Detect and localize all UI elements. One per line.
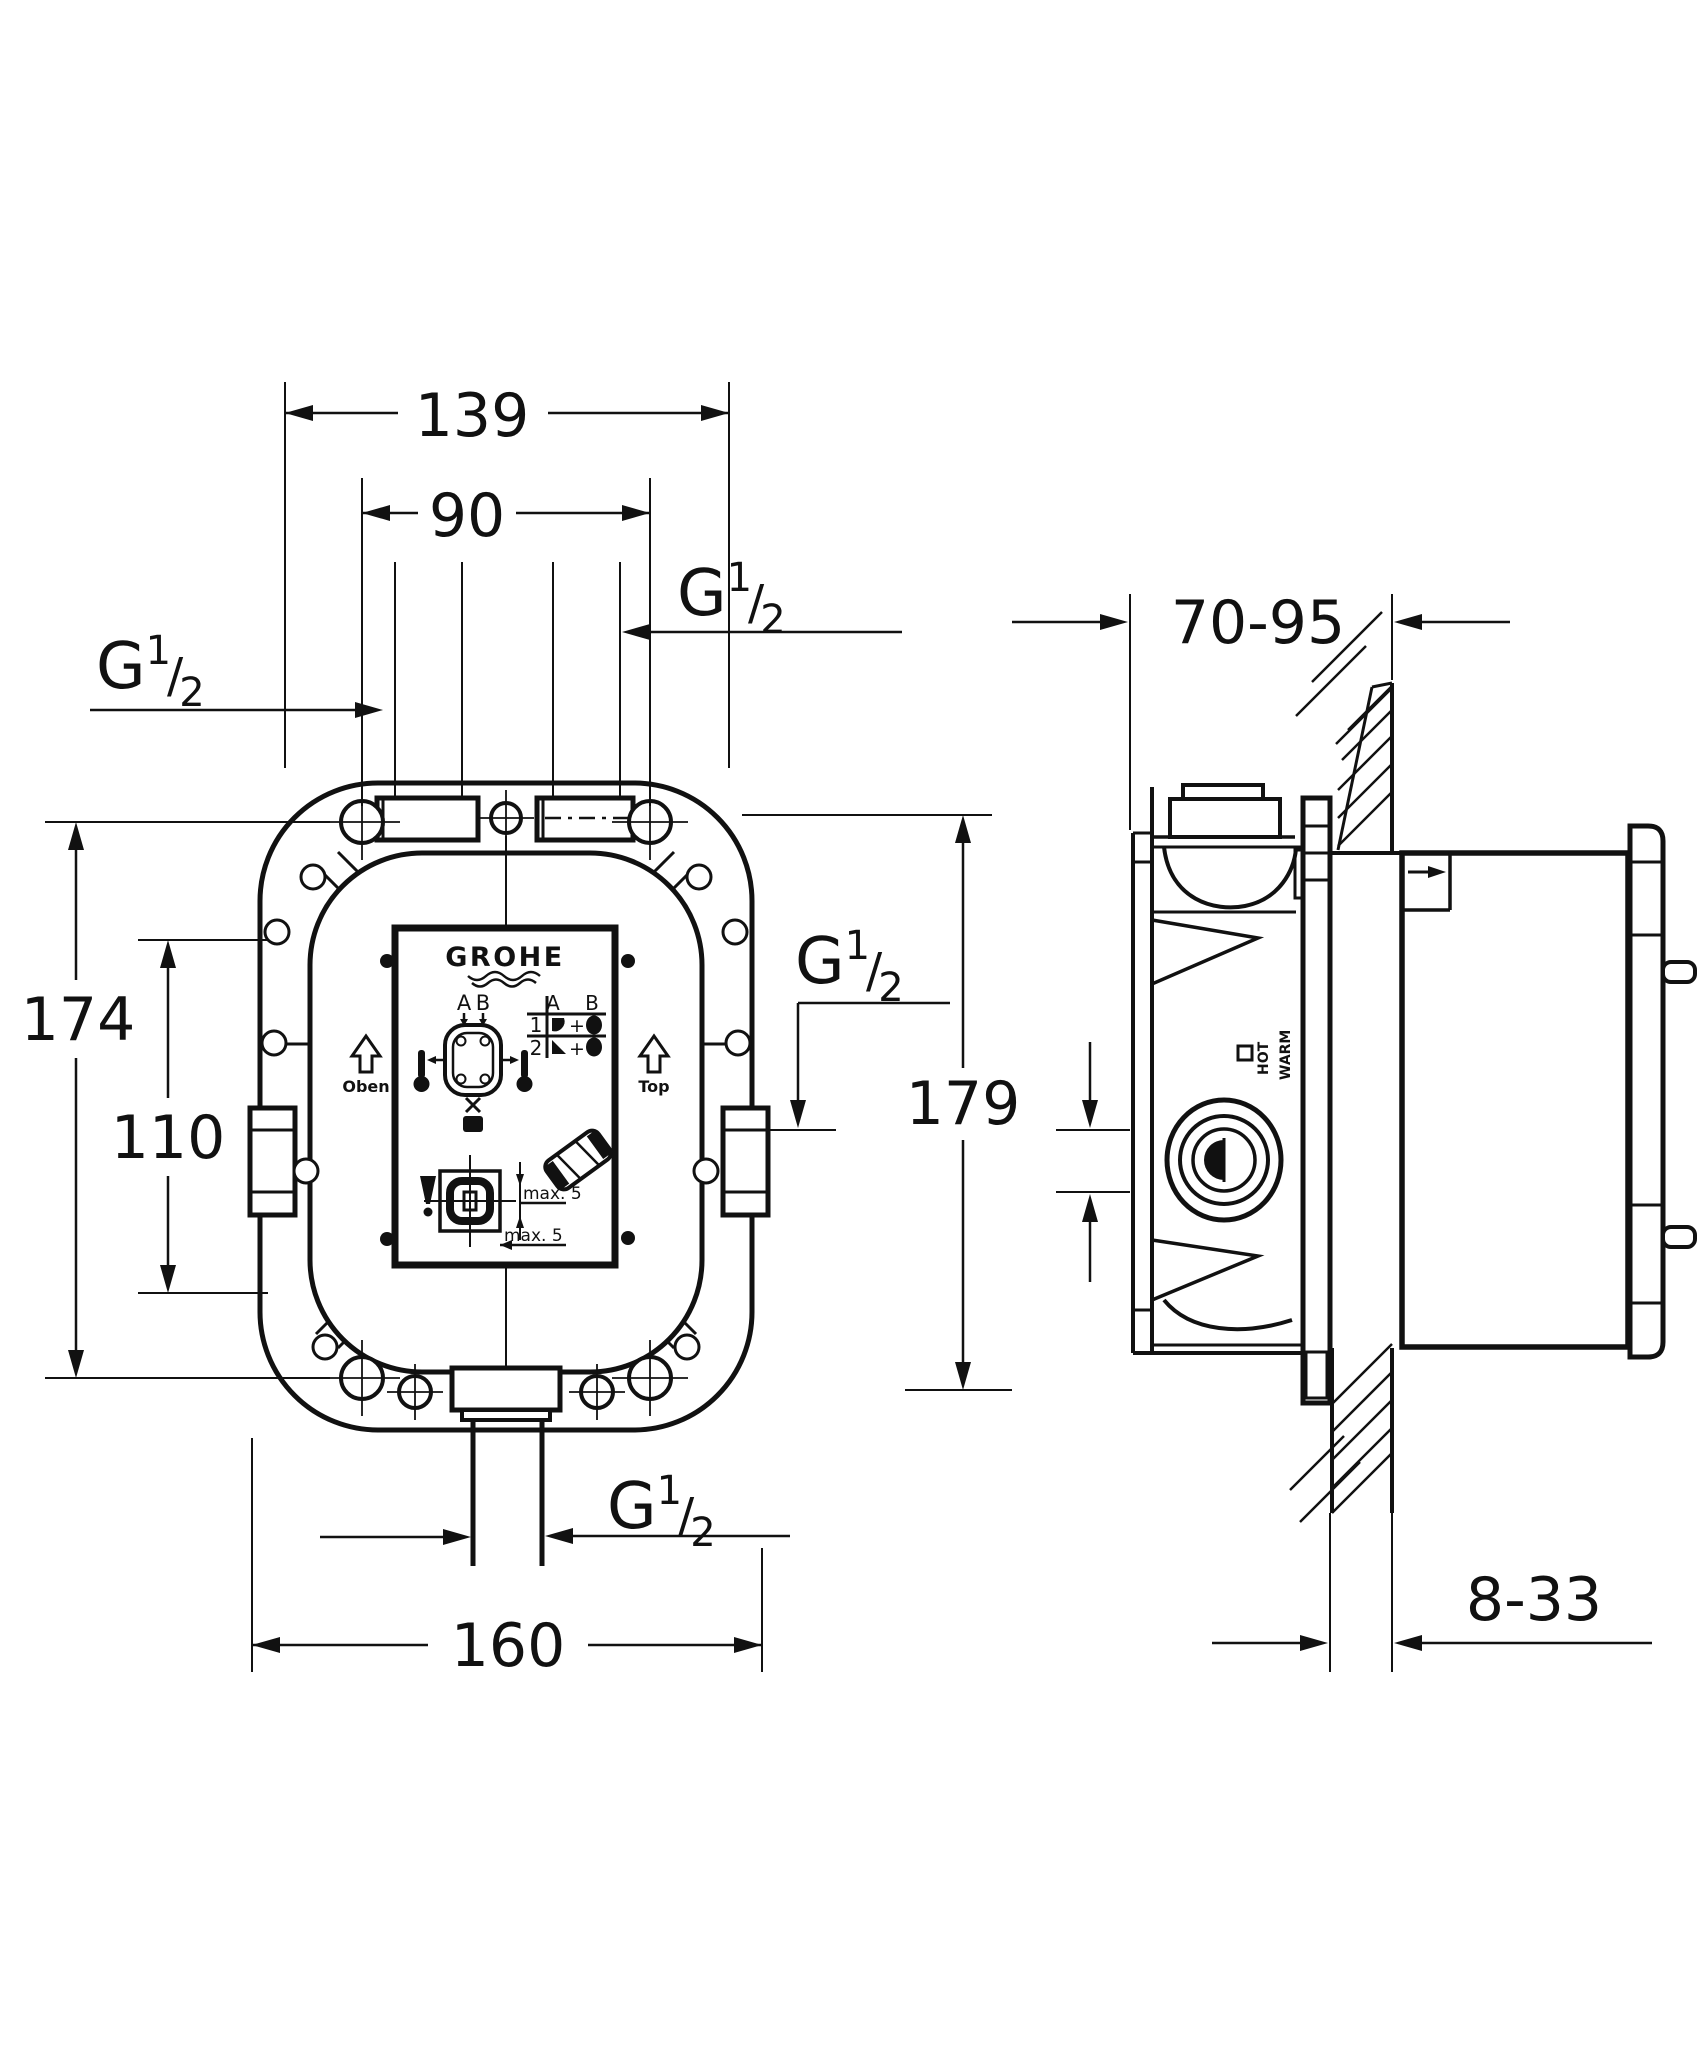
dim-139-value: 139	[415, 381, 530, 451]
g-slash: /	[866, 943, 883, 999]
back-plate	[1627, 823, 1666, 1360]
g-slash: /	[678, 1488, 695, 1544]
front-mounting-plate	[1293, 795, 1333, 1406]
warning-icon	[420, 1176, 436, 1217]
max-note-1: max. 5	[523, 1184, 582, 1204]
thread-label-mid-right: G1/2	[768, 923, 950, 1131]
bottom-outlet	[449, 1365, 563, 1566]
dim-70-95-value: 70-95	[1171, 588, 1345, 658]
embedded-housing	[1399, 823, 1697, 1360]
g-slash: /	[167, 648, 184, 704]
g-sup: 1	[146, 628, 171, 674]
side-ports	[247, 1105, 771, 1218]
g-sup: 1	[657, 1468, 682, 1514]
svg-text:G1/2: G1/2	[96, 628, 205, 716]
orientation-arrows: Oben Top	[342, 1033, 671, 1096]
warm-label: WARM	[1278, 1030, 1294, 1080]
dimension-90: 90	[361, 478, 651, 806]
bore-extension-lines	[394, 562, 621, 798]
g-sub: 2	[760, 597, 785, 643]
svg-text:G1/2: G1/2	[795, 923, 904, 1011]
dim-8-33-value: 8-33	[1466, 1565, 1602, 1635]
dimension-110: 110	[111, 939, 268, 1294]
table-row-2: 2	[530, 1036, 543, 1060]
top-port-left	[374, 795, 481, 843]
front-view: GROHE A B	[247, 780, 771, 1566]
plus-sign: +	[569, 1015, 585, 1037]
table-col-b: B	[585, 991, 599, 1015]
instruction-panel: GROHE A B	[391, 924, 619, 1269]
dim-174-value: 174	[21, 985, 136, 1055]
valve-port-b: B	[476, 991, 490, 1015]
dim-110-value: 110	[111, 1103, 226, 1173]
valve-assembly	[1131, 783, 1333, 1406]
plain-holes	[260, 863, 752, 1361]
logo-waves-icon	[467, 970, 541, 988]
dimension-8-33: 8-33	[1212, 1513, 1652, 1672]
dim-160-value: 160	[451, 1611, 566, 1681]
dim-179-value: 179	[906, 1069, 1021, 1139]
dimension-174: 174	[21, 821, 330, 1379]
mounting-pin	[1661, 1225, 1697, 1249]
side-view: HOT WARM	[1131, 611, 1697, 1523]
table-row-1: 1	[530, 1013, 543, 1037]
g-label: G	[795, 925, 845, 999]
plus-sign: +	[569, 1038, 585, 1060]
flow-arrow-icon	[1408, 866, 1446, 878]
oben-label: Oben	[342, 1077, 389, 1096]
wall-section-bottom	[1289, 1343, 1394, 1523]
table-col-a: A	[546, 991, 560, 1015]
valve-diagram: A B	[413, 991, 533, 1132]
dim-90-value: 90	[429, 481, 505, 551]
thermometer-icon	[413, 1050, 533, 1092]
thread-label-bottom: G1/2	[320, 1468, 790, 1556]
top-label: Top	[638, 1077, 669, 1096]
max-note-2: max. 5	[504, 1226, 563, 1246]
panel-screws	[380, 954, 635, 1246]
up-arrow-icon	[637, 1033, 671, 1074]
wall-hatch	[1295, 611, 1393, 847]
dimension-160: 160	[251, 1438, 763, 1681]
g-sup: 1	[727, 555, 752, 601]
g-sub: 2	[690, 1510, 715, 1556]
valve-foot	[463, 1116, 483, 1132]
side-port-right	[720, 1105, 771, 1218]
thread-label-top-left: G1/2	[90, 628, 383, 718]
dimension-70-95: 70-95	[1012, 588, 1510, 830]
g-sup: 1	[845, 923, 870, 969]
mixing-table: A B 1 2 + +	[527, 991, 606, 1060]
g-label: G	[96, 630, 146, 704]
up-arrow-icon	[349, 1033, 383, 1074]
valve-port-a: A	[457, 991, 472, 1015]
hot-label: HOT	[1256, 1041, 1272, 1075]
trim-flange-diagram: max. 5 max. 5	[424, 1155, 582, 1250]
dimensions: 139 90 G1/2 G1/2	[21, 381, 1652, 1681]
mounting-pin	[1661, 960, 1697, 984]
g-sub: 2	[179, 670, 204, 716]
svg-text:G1/2: G1/2	[607, 1468, 716, 1556]
dimension-179: 179	[742, 814, 1021, 1391]
g-label: G	[607, 1470, 657, 1544]
side-port-boss	[1164, 1097, 1284, 1223]
svg-text:G1/2: G1/2	[677, 555, 786, 643]
wall-section-top	[1295, 611, 1402, 855]
hot-warm-labels: HOT WARM	[1236, 1030, 1294, 1080]
g-slash: /	[748, 575, 765, 631]
grohe-logo: GROHE	[445, 942, 564, 973]
g-label: G	[677, 557, 727, 631]
dimension-139: 139	[284, 381, 730, 768]
level-tool-icon	[543, 1128, 613, 1192]
square-marker-icon	[1236, 1044, 1254, 1062]
port-height-marks	[1056, 1042, 1130, 1282]
wall-hatch	[1289, 1343, 1393, 1523]
thread-label-top-right: G1/2	[622, 555, 902, 643]
side-port-left	[247, 1105, 298, 1218]
